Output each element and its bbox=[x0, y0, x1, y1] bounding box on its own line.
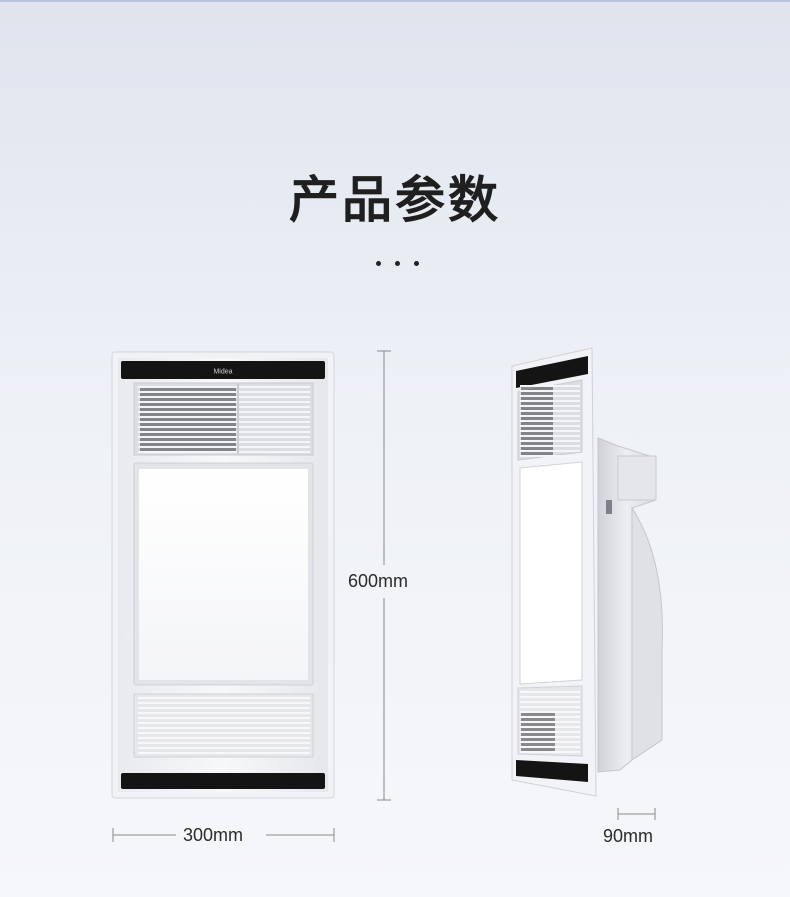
height-dimension-label: 600mm bbox=[348, 571, 409, 591]
front-top-trim bbox=[121, 361, 325, 379]
front-light-panel bbox=[139, 469, 308, 680]
front-bottom-trim bbox=[121, 773, 325, 789]
front-fan-grille bbox=[138, 384, 310, 454]
side-light-panel bbox=[519, 461, 583, 685]
ellipsis-divider bbox=[376, 261, 426, 269]
brand-logo: Midea bbox=[213, 369, 232, 376]
side-fan-grille bbox=[520, 385, 580, 457]
depth-dimension-line bbox=[617, 808, 656, 820]
side-duct-curve bbox=[631, 506, 663, 761]
side-bottom-grille bbox=[520, 691, 580, 753]
top-border-line bbox=[0, 0, 790, 2]
side-bottom-trim bbox=[516, 760, 588, 782]
front-bottom-grille-housing bbox=[133, 693, 314, 758]
front-bottom-grille bbox=[138, 697, 310, 754]
page-title: 产品参数 bbox=[289, 171, 501, 229]
depth-dimension-label: 90mm bbox=[603, 826, 654, 846]
side-top-trim bbox=[516, 356, 588, 388]
width-dimension-label: 300mm bbox=[183, 825, 244, 845]
width-dimension-line bbox=[112, 828, 335, 842]
height-dimension-line bbox=[377, 350, 391, 801]
